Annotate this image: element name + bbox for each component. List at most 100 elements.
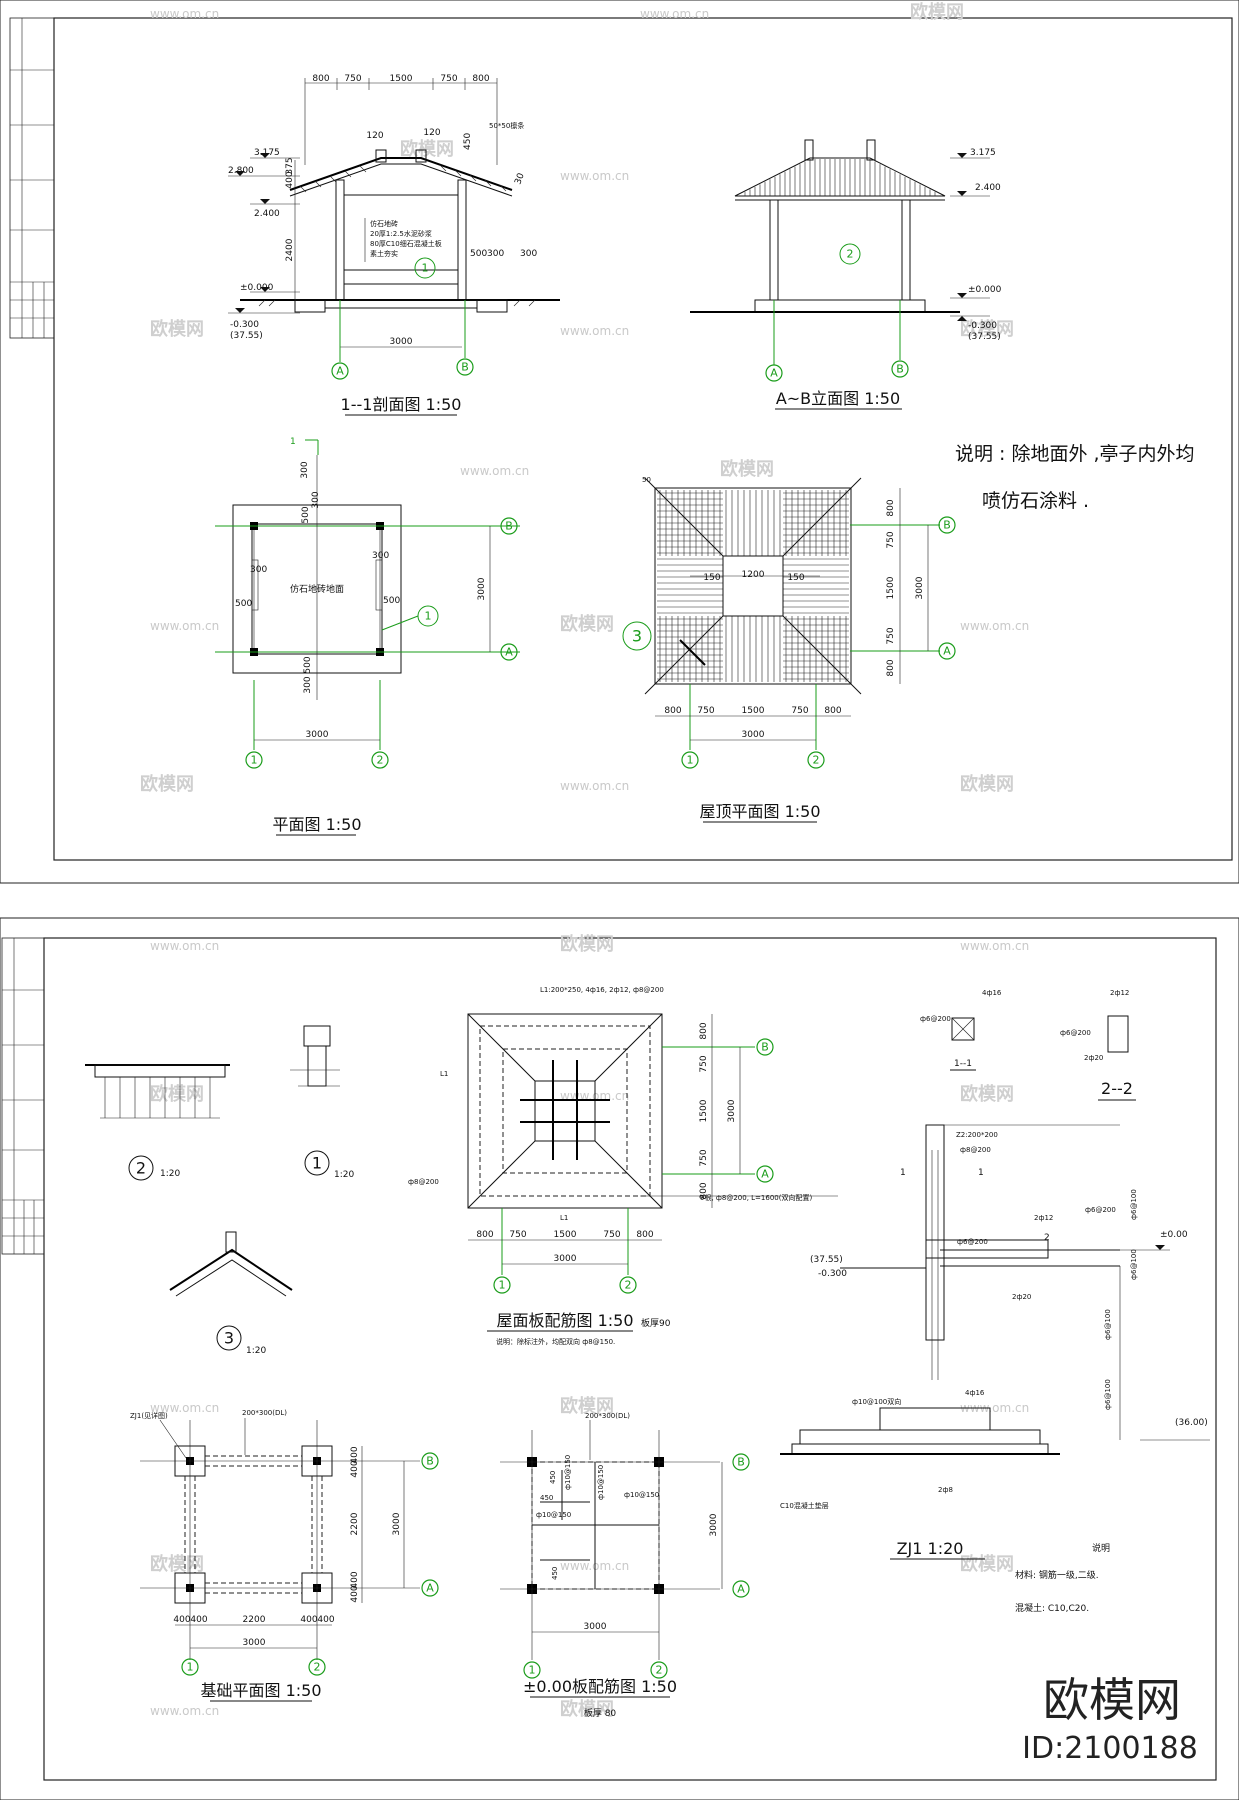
section-detail-ref-1: 1 — [422, 262, 429, 275]
section-dim-800b: 800 — [472, 74, 489, 84]
zj1-level-36: (36.00) — [1175, 1418, 1208, 1428]
section-roof-note: 50*50檩条 — [489, 121, 524, 130]
ground-slab-beam: 200*300(DL) — [585, 1412, 630, 1420]
foundation-r-400a: 400 — [350, 1446, 360, 1463]
zj1-label-2f8: 2ф8 — [938, 1486, 953, 1494]
roof-slab-L1-left: L1 — [440, 1070, 448, 1078]
roof-plan: 50 150 1200 150 B A 1 2 3 800 750 1500 7… — [622, 476, 956, 823]
detail-3: 3 1:20 — [169, 1231, 293, 1356]
foundation-r-3000: 3000 — [392, 1512, 402, 1535]
ground-slab-axis-B: B — [737, 1456, 745, 1469]
watermark-text: 欧模网 — [140, 773, 194, 795]
detail-2-scale: 1:20 — [160, 1169, 180, 1179]
watermark-text: www.om.cn — [150, 939, 219, 953]
plan-axis-1: 1 — [251, 754, 258, 767]
foundation-axis-2: 2 — [314, 1661, 321, 1674]
zj1-label-4f16: 4ф16 — [965, 1389, 985, 1397]
floor-plan: 仿石地砖地面 300 300 500 300 500 300 500 500 3… — [215, 437, 520, 836]
watermark-text: 欧模网 — [960, 1553, 1014, 1575]
roof-slab-b-750a: 750 — [509, 1230, 526, 1240]
roof-plan-b-800a: 800 — [664, 706, 681, 716]
roof-plan-b-800b: 800 — [824, 706, 841, 716]
sheet1-note: 说明 : 除地面外 ,亭子内外均 喷仿石涂料 . — [955, 443, 1195, 512]
section-title: 1--1剖面图 1:50 — [341, 395, 462, 414]
roof-slab-r-3000: 3000 — [727, 1099, 737, 1122]
zj1-label-f6-100a: ф6@100 — [1130, 1189, 1138, 1220]
roof-slab-beam-note: L1:200*250, 4ф16, 2ф12, ф8@200 — [540, 986, 664, 994]
section-dim-2400: 2400 — [285, 238, 295, 261]
roof-plan-b-750b: 750 — [791, 706, 808, 716]
section-level-2400: 2.400 — [254, 209, 280, 219]
sheet2-notes-line-2: 混凝土: C10,C20. — [1015, 1602, 1089, 1614]
ground-slab-450b: 450 — [540, 1494, 553, 1502]
roof-plan-b-750a: 750 — [697, 706, 714, 716]
section-dim-1500: 1500 — [390, 74, 413, 84]
ground-slab-axis-A: A — [737, 1583, 745, 1596]
roof-plan-title: 屋顶平面图 1:50 — [699, 802, 820, 821]
roof-slab-axis-1: 1 — [499, 1279, 506, 1292]
ground-slab-450c: 450 — [551, 1567, 559, 1580]
roof-plan-detail-ref-3: 3 — [632, 627, 642, 646]
foundation-r-400c: 400 — [350, 1571, 360, 1588]
plan-dim-500d: 500 — [303, 656, 313, 673]
column-1-bars: 4ф16 — [982, 989, 1002, 997]
zj1-label-f6-200a: ф6@200 — [1085, 1206, 1116, 1214]
roof-slab-r-750a: 750 — [699, 1055, 709, 1072]
plan-axis-2: 2 — [377, 754, 384, 767]
watermark-text: www.om.cn — [960, 619, 1029, 633]
detail-2: 2 1:20 — [85, 1064, 230, 1181]
section-note-2: 20厚1:2.5水泥砂浆 — [370, 229, 432, 238]
roof-slab-title: 屋面板配筋图 1:50 — [496, 1311, 633, 1330]
watermark-text: 欧模网 — [560, 933, 614, 955]
plan-dim-300e: 300 — [303, 676, 313, 693]
section-axis-B: B — [461, 361, 469, 374]
section-dim-500: 500 — [470, 249, 487, 259]
zj1-label-2f12: 2ф12 — [1034, 1214, 1053, 1222]
detail-1-scale: 1:20 — [334, 1170, 354, 1180]
section-dim-750a: 750 — [344, 74, 361, 84]
watermark-text: www.om.cn — [150, 7, 219, 21]
sheet1-note-line-1: 说明 : 除地面外 ,亭子内外均 — [955, 443, 1195, 465]
sheet-1-frame — [0, 0, 1239, 884]
roof-plan-r-800b: 800 — [886, 659, 896, 676]
column-section-2-2: 2ф12 ф6@200 2ф20 2--2 — [1060, 989, 1136, 1101]
watermark-text: 欧模网 — [560, 1698, 614, 1720]
watermark-text: www.om.cn — [560, 169, 629, 183]
ground-slab-r-3000: 3000 — [709, 1513, 719, 1536]
roof-plan-dim-1200: 1200 — [742, 570, 765, 580]
section-level-3175: 3.175 — [254, 148, 280, 158]
section-level-0: ±0.000 — [240, 283, 274, 293]
column-2-bottom: 2ф20 — [1084, 1054, 1103, 1062]
plan-dim-3000-h: 3000 — [306, 730, 329, 740]
sheet2-notes-title: 说明 — [1092, 1542, 1110, 1554]
foundation-b-400c: 400 — [300, 1615, 317, 1625]
column-section-1-1: 4ф16 ф6@200 1--1 — [920, 989, 1002, 1071]
section-level-m300: -0.300 — [230, 320, 259, 330]
watermark-layer: www.om.cn 欧模网 www.om.cn 欧模网 www.om.cn 欧模网 www.… — [140, 1, 1029, 1720]
foundation-b-3000: 3000 — [243, 1638, 266, 1648]
zj1-label-f10: ф10@100双向 — [852, 1397, 901, 1406]
ground-slab-f10a: ф10@150 — [564, 1455, 572, 1490]
ground-slab-axis-2: 2 — [656, 1664, 663, 1677]
section-dim-120a: 120 — [366, 131, 383, 141]
section-dim-800a: 800 — [312, 74, 329, 84]
watermark-text: 欧模网 — [400, 138, 454, 160]
roof-slab-L1-bottom: L1 — [560, 1214, 568, 1222]
foundation-axis-B: B — [426, 1455, 434, 1468]
zj1-label-c10: C10混凝土垫层 — [780, 1501, 829, 1510]
watermark-text: 欧模网 — [150, 1553, 204, 1575]
roof-slab-reinforcement: L1:200*250, 4ф16, 2ф12, ф8@200 L1 L1 ф8@… — [408, 986, 838, 1346]
section-dim-120b: 120 — [423, 128, 440, 138]
foundation-plan: ZJ1(见详图) 200*300(DL) B A 1 2 400 400 220… — [130, 1409, 439, 1702]
column-2-title: 2--2 — [1101, 1079, 1133, 1098]
roof-plan-axis-B: B — [943, 519, 951, 532]
detail-2-marker: 2 — [136, 1159, 146, 1178]
sheet1-note-line-2: 喷仿石涂料 . — [982, 490, 1089, 512]
roof-slab-b-800a: 800 — [476, 1230, 493, 1240]
section-dim-3000: 3000 — [390, 337, 413, 347]
brand-logo: 欧模网 — [1043, 1673, 1181, 1727]
foundation-r-400d: 400 — [350, 1585, 360, 1602]
zj1-level-abs: (37.55) — [810, 1255, 843, 1265]
roof-plan-axis-2: 2 — [813, 754, 820, 767]
